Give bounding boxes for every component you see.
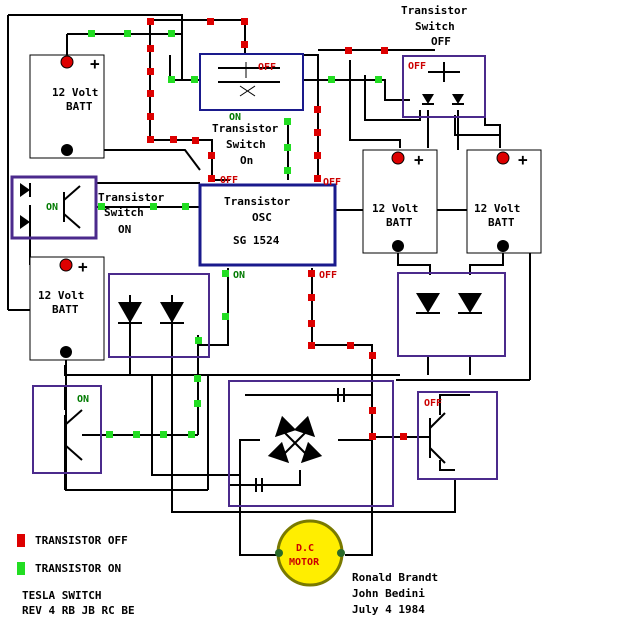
label-line3: OFF: [431, 35, 451, 48]
title-line1: TESLA SWITCH: [22, 589, 101, 602]
label-line1: Transistor: [98, 191, 165, 204]
osc-off-tag-bottom: OFF: [319, 270, 337, 281]
plus-icon: +: [518, 150, 528, 169]
credits-block: Ronald Brandt John Bedini July 4 1984: [352, 571, 438, 616]
off-state-label: OFF: [408, 61, 426, 72]
legend-on-swatch: [17, 562, 25, 575]
off-state-label: OFF: [258, 62, 276, 73]
title-line2: REV 4 RB JB RC BE: [22, 604, 135, 617]
plus-icon: +: [78, 257, 88, 276]
osc-label-line2: OSC: [252, 211, 272, 224]
diode-box-right: [397, 272, 506, 357]
osc-label-line1: Transistor: [224, 195, 291, 208]
battery-label-line2: BATT: [52, 303, 79, 316]
label-switch-middle: Transistor Switch On: [212, 122, 279, 167]
off-state-label: OFF: [424, 398, 442, 409]
battery-label-line1: 12 Volt: [372, 202, 418, 215]
label-switch-top-right: Transistor Switch OFF: [401, 4, 468, 48]
dc-motor: D.C MOTOR: [275, 519, 345, 587]
osc-label-line3: SG 1524: [233, 234, 280, 247]
battery-top-left: + 12 Volt BATT: [29, 54, 105, 159]
battery-label-line2: BATT: [488, 216, 515, 229]
battery-label-line1: 12 Volt: [38, 289, 84, 302]
osc-on-tag: ON: [233, 270, 245, 281]
legend-off-label: TRANSISTOR OFF: [35, 534, 128, 547]
diode-box-left: [108, 273, 210, 358]
top-switch-on-tag: ON: [229, 112, 241, 123]
battery-label-line1: 12 Volt: [52, 86, 98, 99]
legend: TRANSISTOR OFF TRANSISTOR ON: [17, 534, 128, 575]
credit-line3: July 4 1984: [352, 603, 425, 616]
transistor-switch-bottom-right: OFF: [417, 391, 498, 480]
battery-mid-right-2: + 12 Volt BATT: [466, 149, 542, 254]
label-line1: Transistor: [401, 4, 468, 17]
credit-line2: John Bedini: [352, 587, 425, 600]
label-line2: Switch: [226, 138, 266, 151]
legend-off-swatch: [17, 534, 25, 547]
transistor-switch-top-right: OFF: [402, 55, 486, 118]
transistor-switch-left: ON: [10, 175, 98, 240]
osc-off-tag-right: OFF: [323, 177, 341, 188]
on-state-label: ON: [77, 394, 89, 405]
label-switch-left: Transistor Switch ON: [98, 191, 165, 236]
battery-label-line1: 12 Volt: [474, 202, 520, 215]
off-state-markers: [147, 18, 407, 440]
battery-mid-right-1: + 12 Volt BATT: [362, 149, 438, 254]
on-state-label: ON: [46, 202, 58, 213]
oscillator-sg1524: Transistor OSC SG 1524: [198, 183, 337, 267]
label-line2: Switch: [104, 206, 144, 219]
plus-icon: +: [414, 150, 424, 169]
battery-bottom-left: + 12 Volt BATT: [29, 256, 105, 361]
plus-icon: +: [90, 54, 100, 73]
motor-label-line2: MOTOR: [289, 557, 320, 568]
on-state-markers: [88, 30, 382, 438]
label-line3: On: [240, 154, 253, 167]
motor-label-line1: D.C: [296, 543, 314, 554]
battery-label-line2: BATT: [386, 216, 413, 229]
wiring: [7, 14, 531, 556]
label-line2: Switch: [415, 20, 455, 33]
credit-line1: Ronald Brandt: [352, 571, 438, 584]
bridge-rectifier-box: [228, 380, 394, 507]
osc-off-tag: OFF: [220, 175, 238, 186]
title-block: TESLA SWITCH REV 4 RB JB RC BE: [22, 589, 135, 617]
legend-on-label: TRANSISTOR ON: [35, 562, 121, 575]
battery-label-line2: BATT: [66, 100, 93, 113]
transistor-switch-bottom-left: ON: [32, 385, 102, 474]
label-line3: ON: [118, 223, 131, 236]
label-line1: Transistor: [212, 122, 279, 135]
transistor-switch-top-middle: OFF: [199, 53, 304, 111]
